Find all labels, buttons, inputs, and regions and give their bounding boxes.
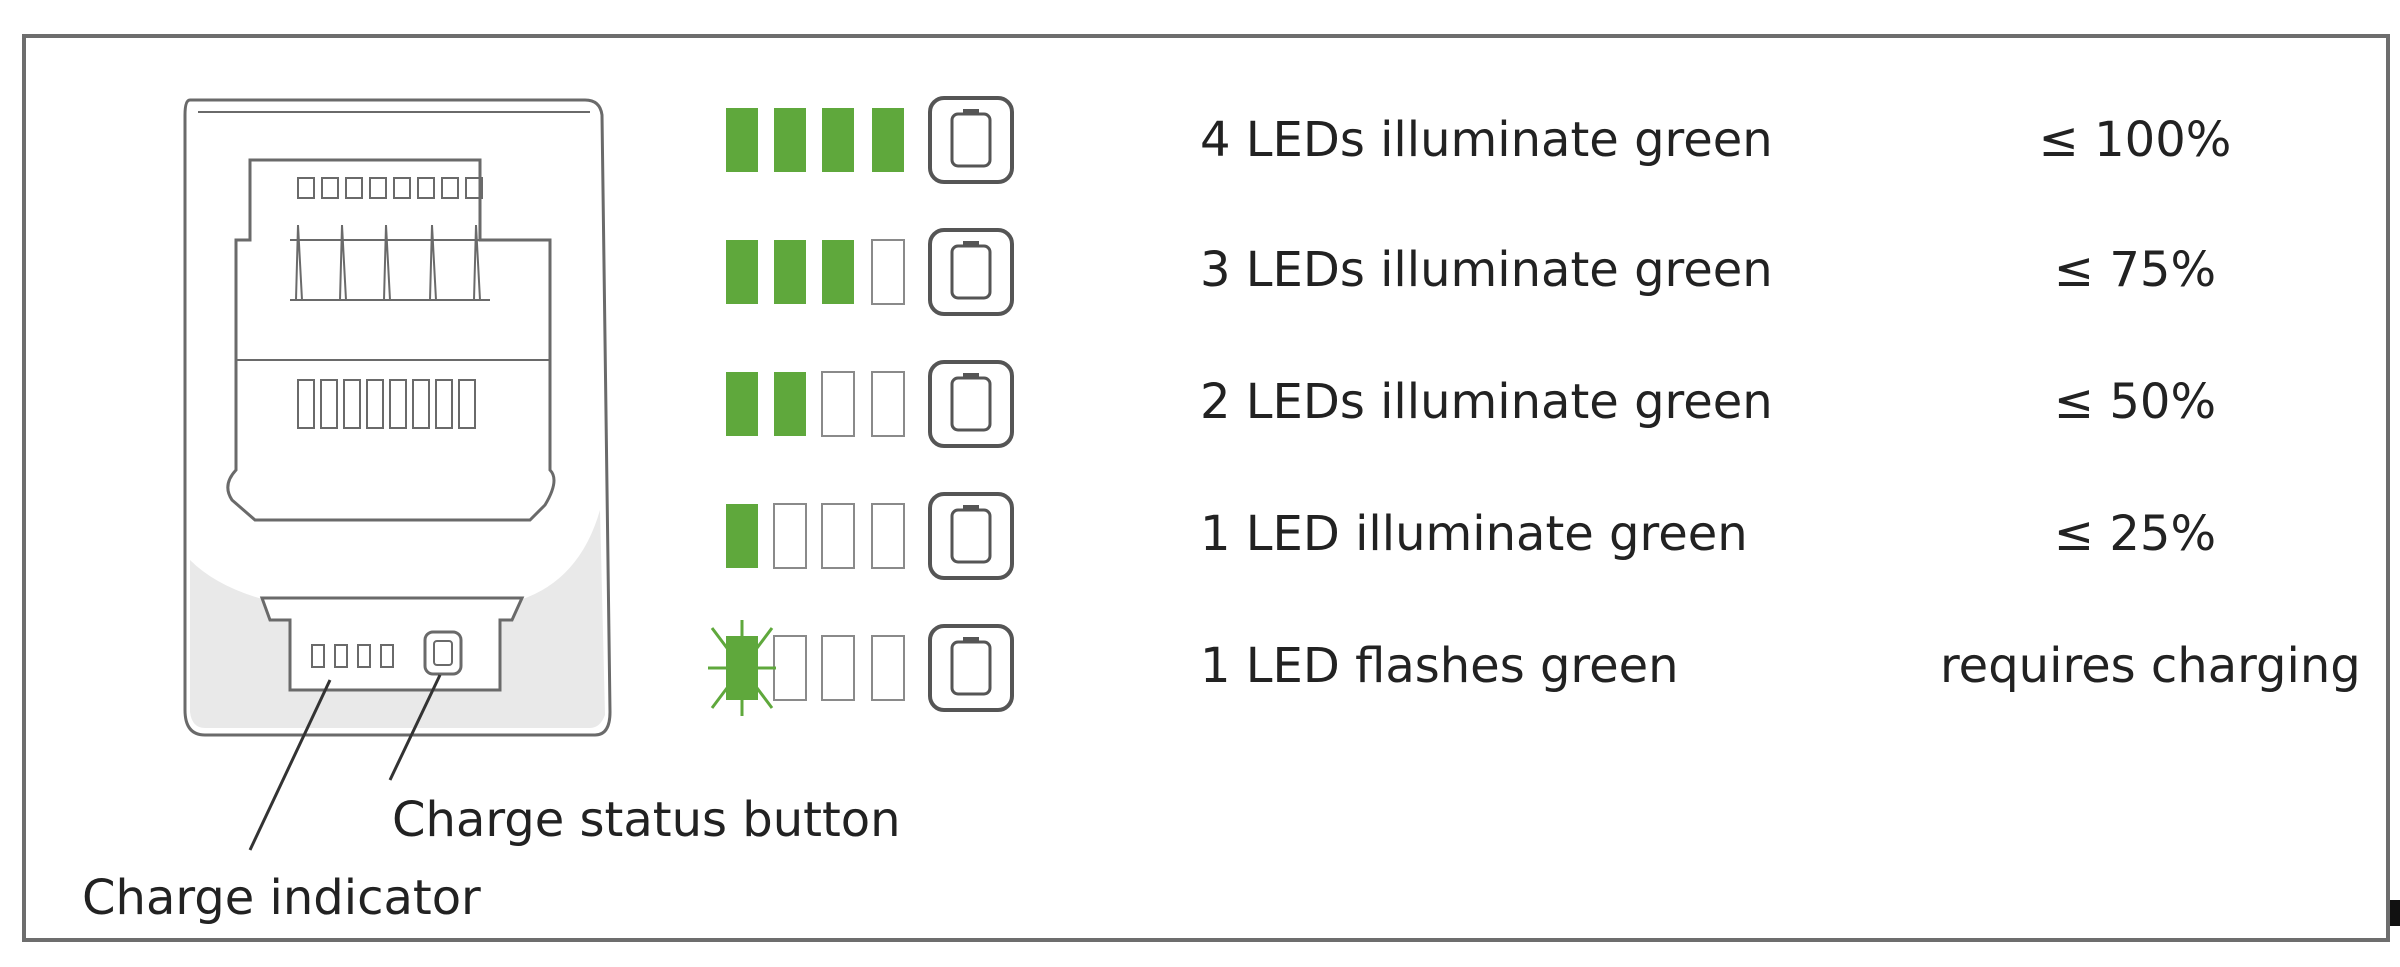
led-on [726, 108, 758, 172]
row-description: 3 LEDs illuminate green [1200, 242, 1773, 298]
led-on [872, 108, 904, 172]
battery-icon [928, 360, 1014, 448]
battery-pack [183, 98, 612, 851]
led-off [871, 503, 905, 569]
row-charge-level: ≤ 25% [2053, 506, 2217, 562]
battery-icon [928, 96, 1014, 184]
led-on [774, 372, 806, 436]
row-charge-level: ≤ 75% [2053, 242, 2217, 298]
battery-icon [928, 492, 1014, 580]
led-rows [708, 96, 1014, 716]
charge-indicator-label: Charge indicator [82, 870, 481, 926]
battery-icon [928, 624, 1014, 712]
led-off [773, 635, 807, 701]
row-description: 1 LED illuminate green [1200, 506, 1748, 562]
led-on [726, 372, 758, 436]
led-row [726, 360, 1014, 448]
led-off [871, 239, 905, 305]
row-description: 1 LED flashes green [1200, 638, 1679, 694]
led-row [726, 96, 1014, 184]
led-on [726, 504, 758, 568]
led-on [822, 108, 854, 172]
led-off [821, 503, 855, 569]
charge-status-button-icon [423, 630, 463, 676]
row-charge-level: ≤ 100% [2038, 112, 2232, 168]
battery-icon [928, 228, 1014, 316]
row-description: 2 LEDs illuminate green [1200, 374, 1773, 430]
led-off [773, 503, 807, 569]
diagram-frame [22, 34, 2390, 942]
led-off [821, 635, 855, 701]
led-off [871, 371, 905, 437]
led-on [774, 240, 806, 304]
led-off [821, 371, 855, 437]
led-on [726, 636, 758, 700]
led-row [726, 492, 1014, 580]
charge-indicator-leds [311, 644, 394, 668]
charge-status-button-label: Charge status button [392, 792, 901, 848]
led-on [726, 240, 758, 304]
flashing-led-rays [708, 620, 776, 716]
led-on [774, 108, 806, 172]
row-charge-level: ≤ 50% [2053, 374, 2217, 430]
led-off [871, 635, 905, 701]
led-row [726, 228, 1014, 316]
row-charge-level: requires charging [1940, 638, 2361, 694]
led-row [708, 620, 1014, 716]
edge-mark [2390, 900, 2400, 926]
row-description: 4 LEDs illuminate green [1200, 112, 1773, 168]
led-on [822, 240, 854, 304]
